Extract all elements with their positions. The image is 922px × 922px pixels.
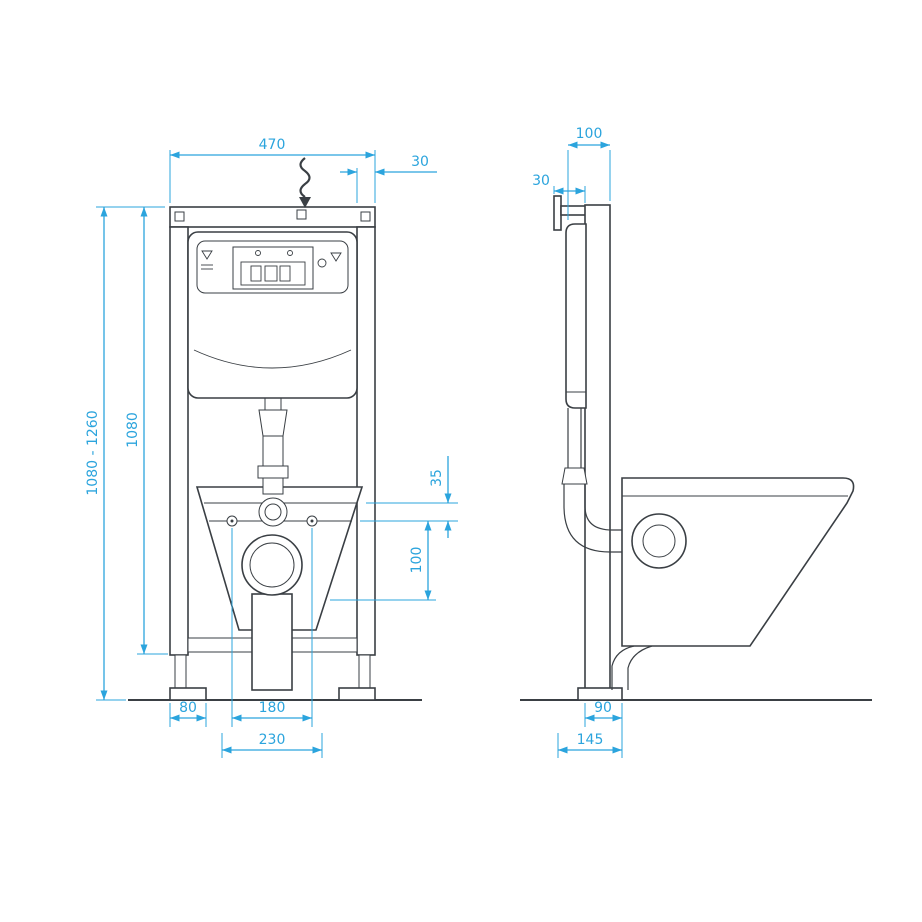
dim-front-rail-offset-label: 30 — [411, 154, 429, 170]
flush-bend-inner — [264, 503, 282, 521]
dim-front-foot-width: 80 — [169, 700, 207, 727]
fixing-bolt-left-center — [230, 519, 234, 523]
dim-side-base-depth-label: 90 — [594, 700, 612, 716]
dim-front-fixing-gap-label: 35 — [429, 469, 445, 487]
frame-left-foot-plate — [169, 687, 207, 701]
side-foot-plate — [577, 687, 623, 701]
frame-left-rail — [169, 226, 189, 656]
dim-front-frame-height-label: 1080 — [125, 412, 141, 448]
frame-corner-fixing-left — [174, 211, 185, 222]
flush-valve-middle — [264, 265, 278, 282]
dim-side-bracket-depth-label: 30 — [532, 173, 550, 189]
toilet-bowl-profile — [621, 477, 855, 647]
dim-side-frame-depth-label: 100 — [576, 126, 603, 142]
dim-front-outlet-drop-label: 100 — [409, 547, 425, 574]
flush-pipe-upper — [262, 435, 284, 467]
frame-corner-fixing-right — [360, 211, 371, 222]
flush-pipe-lower — [262, 477, 284, 495]
drain-outlet-inner — [249, 542, 295, 588]
dim-front-frame-height: 1080 — [125, 207, 168, 655]
flush-valve-left — [250, 265, 262, 282]
cistern-side-outline — [565, 223, 587, 409]
cistern-front — [187, 231, 358, 399]
dim-front-fixing-spacing-label: 180 — [259, 700, 286, 716]
dim-front-width: 470 — [169, 137, 376, 203]
cistern-side — [565, 223, 587, 409]
dim-front-height-range: 1080 - 1260 — [85, 206, 165, 701]
cistern-panel-frame — [232, 246, 314, 290]
frame-top-bar — [169, 206, 376, 228]
dim-side-base-depth: 90 — [584, 700, 623, 758]
water-inlet-arrow-icon — [299, 157, 311, 208]
bowl-outline — [621, 477, 855, 647]
front-view: 470 30 1080 - 1260 1080 — [85, 137, 458, 758]
flush-pipe-side — [561, 408, 633, 553]
panel-screw-left — [255, 250, 261, 256]
drain-outlet — [241, 534, 303, 596]
dim-side-bracket-depth: 30 — [532, 173, 586, 203]
side-view: 100 30 90 145 — [520, 126, 872, 758]
dim-front-outlet-drop: 100 — [330, 521, 436, 601]
flush-connector-inner — [642, 524, 676, 558]
side-frame-rail — [584, 204, 611, 691]
dim-front-height-range-label: 1080 - 1260 — [85, 410, 101, 495]
frame-right-rail — [356, 226, 376, 656]
flush-pipe-coupling — [257, 465, 289, 479]
squiggle-arrowhead — [299, 197, 311, 208]
fixing-bolt-right-center — [310, 519, 314, 523]
wall-bracket-arm — [560, 205, 587, 216]
panel-port-icon — [317, 258, 327, 268]
dim-side-floor-depth: 145 — [557, 732, 622, 758]
dim-front-fixing-gap: 35 — [360, 456, 458, 538]
flush-mechanism-box — [240, 261, 306, 286]
dim-front-outlet-width: 230 — [221, 732, 323, 758]
front-dimensions: 470 30 1080 - 1260 1080 — [85, 137, 458, 758]
side-dimensions: 100 30 90 145 — [532, 126, 623, 758]
fixing-bolts — [226, 515, 318, 527]
frame-top-clamp — [296, 209, 307, 220]
flush-pipe-front — [257, 395, 289, 527]
frame-left-leg — [174, 654, 187, 689]
dim-front-foot-width-label: 80 — [179, 700, 197, 716]
flush-valve-right — [279, 265, 291, 282]
recycle-icon — [201, 250, 213, 260]
frame-right-foot-plate — [338, 687, 376, 701]
dim-side-floor-depth-label: 145 — [577, 732, 604, 748]
squiggle-line — [299, 157, 311, 198]
wall-bracket-plate — [553, 195, 562, 231]
dim-front-outlet-width-label: 230 — [259, 732, 286, 748]
panel-screw-right — [287, 250, 293, 256]
warning-triangle-icon — [330, 252, 342, 262]
waste-pipe-front — [251, 593, 293, 691]
waste-pipe-side — [611, 645, 653, 690]
frame-right-leg — [358, 654, 371, 689]
cistern-bottom-curve — [193, 349, 352, 369]
dim-side-frame-depth: 100 — [567, 126, 611, 220]
dim-front-rail-offset: 30 — [340, 154, 437, 203]
dim-front-width-label: 470 — [259, 137, 286, 153]
dim-front-fixing-spacing: 180 — [231, 528, 313, 727]
flush-pipe-cone — [258, 409, 288, 437]
